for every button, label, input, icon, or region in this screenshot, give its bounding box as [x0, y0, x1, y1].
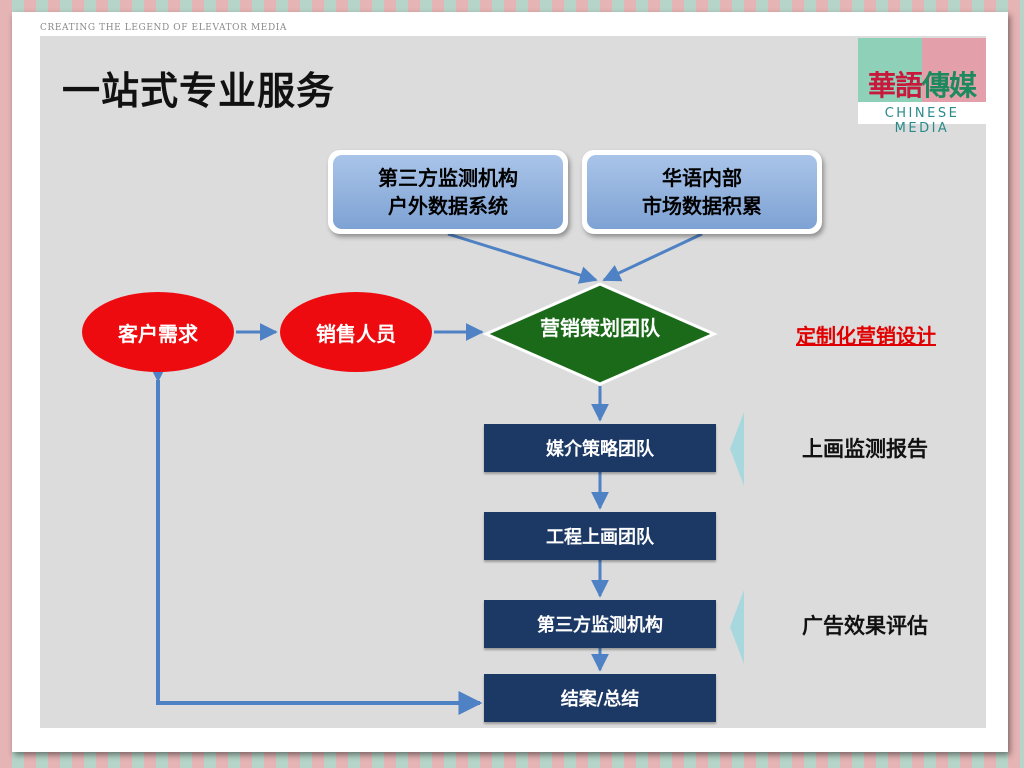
- chevron-effect-evaluation: [730, 590, 744, 664]
- arrow-source1-to-team: [447, 232, 598, 284]
- page-title: 一站式专业服务: [62, 69, 336, 113]
- logo-background: [858, 38, 986, 102]
- planning-team-diamond: [482, 282, 718, 386]
- company-logo: 華語傳媒 CHINESE MEDIA: [858, 38, 986, 136]
- source-box-internal-line2: 市场数据积累: [642, 194, 762, 218]
- source-box-third-party-inner: 第三方监测机构 户外数据系统: [333, 155, 563, 229]
- client-need-node: 客户需求: [82, 292, 234, 372]
- logo-footer: [858, 102, 986, 124]
- arrow-source2-to-team: [602, 232, 703, 282]
- logo-text-part2: 傳媒: [922, 69, 977, 102]
- sales-node: 销售人员: [280, 292, 432, 372]
- source-box-internal: 华语内部 市场数据积累: [582, 150, 822, 234]
- custom-design-label: 定制化营销设计: [796, 324, 936, 348]
- source-box-third-party-line2: 户外数据系统: [388, 194, 508, 218]
- logo-chinese-text: 華語傳媒: [858, 64, 986, 104]
- logo-text-part1: 華語: [867, 69, 923, 102]
- planning-team-label: 营销策划团队: [540, 316, 660, 340]
- source-box-internal-line1: 华语内部: [662, 166, 742, 190]
- logo-english-text: CHINESE MEDIA: [884, 106, 960, 136]
- step-media-strategy: 媒介策略团队: [484, 424, 716, 472]
- source-box-third-party: 第三方监测机构 户外数据系统: [328, 150, 568, 234]
- step-summary: 结案/总结: [484, 674, 716, 722]
- monitoring-report-label: 上画监测报告: [802, 437, 928, 461]
- step-third-party-monitoring: 第三方监测机构: [484, 600, 716, 648]
- source-box-third-party-line1: 第三方监测机构: [378, 166, 518, 190]
- effect-evaluation-label: 广告效果评估: [802, 614, 928, 638]
- arrow-summary-to-client: [146, 358, 483, 715]
- tagline: CREATING THE LEGEND OF ELEVATOR MEDIA: [40, 23, 288, 33]
- step-installation: 工程上画团队: [484, 512, 716, 560]
- source-box-internal-inner: 华语内部 市场数据积累: [587, 155, 817, 229]
- chevron-monitoring-report: [730, 412, 744, 486]
